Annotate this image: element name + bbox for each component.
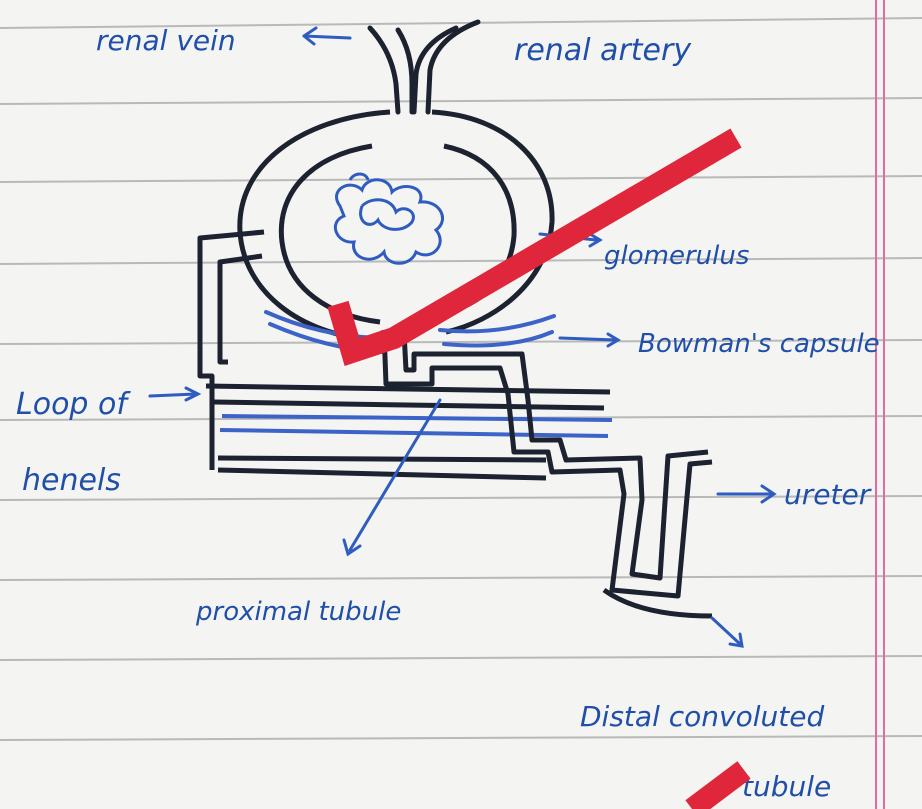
distal-tubule-label-line2: tubule: [742, 770, 831, 803]
loop-of-henle-drawing: [197, 229, 611, 481]
red-check-marks: [327, 128, 751, 809]
renal-vessels: [367, 19, 481, 115]
check-mark-icon: [327, 128, 742, 367]
check-mark-partial-icon: [685, 761, 751, 809]
proximal-tubule-label: proximal tubule: [195, 597, 401, 627]
margin-lines: [875, 0, 885, 809]
renal-vein-label: renal vein: [96, 24, 236, 57]
tubule-drawing: [381, 329, 713, 619]
ureter-label: ureter: [784, 478, 872, 511]
glomerulus-label: glomerulus: [604, 241, 749, 271]
renal-artery-label: renal artery: [514, 33, 692, 68]
loop-inner-shading: [219, 414, 613, 438]
glomerulus-drawing: [333, 172, 444, 265]
loop-of-henle-label-line1: Loop of: [16, 387, 131, 422]
distal-tubule-label-line1: Distal convoluted: [580, 700, 824, 733]
ruled-lines: [0, 17, 922, 741]
loop-of-henle-label-line2: henels: [22, 463, 121, 498]
bowmans-capsule-drawing: [237, 109, 555, 343]
diagram-labels: renal vein renal artery glomerulus Bowma…: [16, 24, 880, 803]
bowmans-capsule-label: Bowman's capsule: [638, 329, 880, 359]
